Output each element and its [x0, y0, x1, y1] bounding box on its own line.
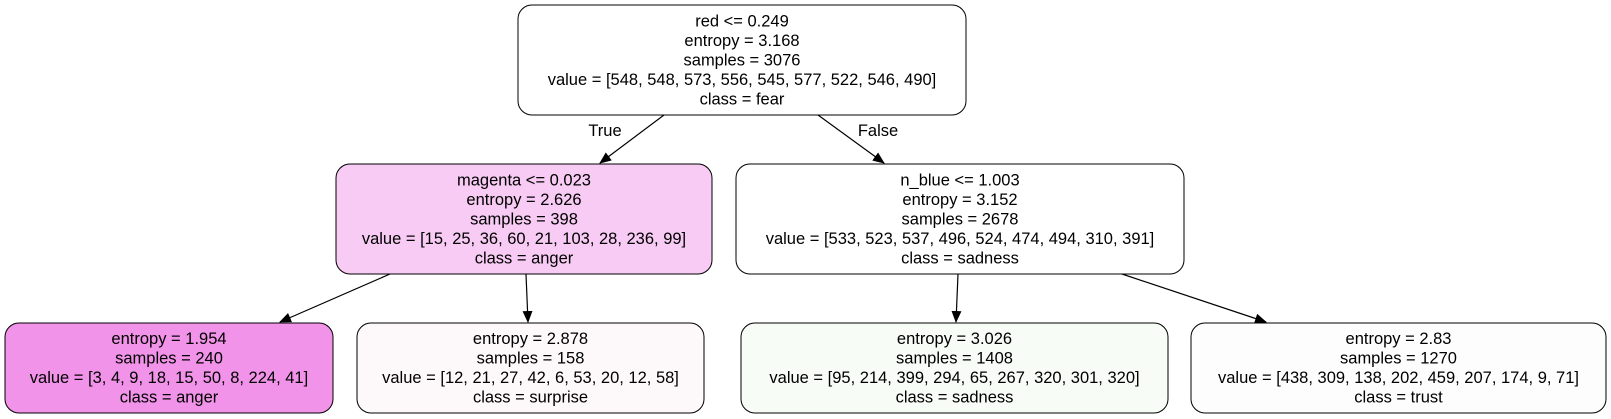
node-box — [335, 163, 713, 275]
node-line: entropy = 2.83 — [1346, 330, 1452, 348]
edge-right-to-right-left — [951, 273, 962, 323]
edge-arrow — [522, 273, 533, 323]
node-box — [4, 322, 334, 414]
node-line: entropy = 3.168 — [684, 32, 799, 50]
node-line: value = [533, 523, 537, 496, 524, 474, 4… — [766, 230, 1155, 248]
edge-arrow — [279, 273, 391, 323]
node-line: samples = 2678 — [902, 210, 1019, 228]
edge-root-to-left: True — [588, 114, 665, 164]
node-line: samples = 398 — [470, 210, 578, 228]
edge-label-false: False — [858, 122, 898, 140]
node-line: red <= 0.249 — [695, 12, 789, 30]
node-line: samples = 1408 — [896, 350, 1013, 368]
node-line: value = [548, 548, 573, 556, 545, 577, 5… — [548, 71, 937, 89]
tree-edges: True False — [279, 114, 1267, 324]
node-line: value = [95, 214, 399, 294, 65, 267, 320… — [769, 369, 1139, 387]
node-line: entropy = 2.878 — [473, 330, 588, 348]
node-line: samples = 1270 — [1340, 350, 1457, 368]
node-line: value = [3, 4, 9, 18, 15, 50, 8, 224, 41… — [30, 369, 308, 387]
node-line: class = anger — [475, 249, 574, 267]
edge-right-to-right-right — [1121, 273, 1267, 324]
node-line: samples = 240 — [115, 350, 223, 368]
node-line: class = fear — [700, 90, 785, 108]
node-box — [356, 322, 705, 414]
node-line: class = sadness — [901, 249, 1019, 267]
node-line: value = [438, 309, 138, 202, 459, 207, 1… — [1218, 369, 1579, 387]
node-line: value = [15, 25, 36, 60, 21, 103, 28, 23… — [362, 230, 686, 248]
node-line: class = trust — [1354, 389, 1443, 407]
edge-label-true: True — [588, 122, 621, 140]
edge-left-to-left-right — [522, 273, 533, 323]
node-line: value = [12, 21, 27, 42, 6, 53, 20, 12, … — [382, 369, 679, 387]
edge-arrow — [817, 114, 885, 164]
node-line: entropy = 3.026 — [897, 330, 1012, 348]
edge-arrow — [599, 114, 665, 164]
node-line: entropy = 2.626 — [466, 191, 581, 209]
edge-left-to-left-left — [279, 273, 391, 323]
node-box — [517, 4, 967, 116]
node-box — [1190, 322, 1607, 414]
node-line: n_blue <= 1.003 — [900, 171, 1019, 189]
node-box — [735, 163, 1185, 275]
node-line: samples = 3076 — [684, 51, 801, 69]
node-line: samples = 158 — [477, 350, 585, 368]
node-line: class = surprise — [473, 389, 588, 407]
edge-root-to-right: False — [817, 114, 898, 164]
node-line: entropy = 1.954 — [111, 330, 226, 348]
node-box — [740, 322, 1169, 414]
node-line: class = sadness — [896, 389, 1014, 407]
node-line: class = anger — [120, 389, 219, 407]
edge-arrow — [1121, 273, 1267, 324]
node-line: entropy = 3.152 — [902, 191, 1017, 209]
node-line: magenta <= 0.023 — [457, 171, 591, 189]
edge-arrow — [951, 273, 962, 323]
